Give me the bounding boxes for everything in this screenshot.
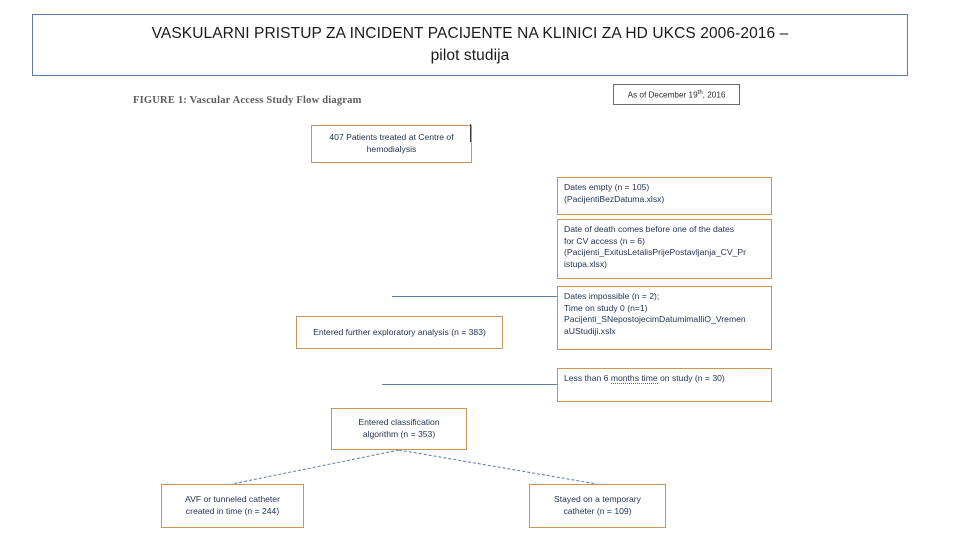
total-patients-line-2: hemodialysis xyxy=(366,144,417,154)
total-patients-line-1: 407 Patients treated at Centre of xyxy=(329,132,454,143)
less-than-six-suffix: on study (n = 30) xyxy=(657,373,725,383)
connector-line-exclusions-lower xyxy=(382,384,557,385)
slide-title-banner: VASKULARNI PRISTUP ZA INCIDENT PACIJENTE… xyxy=(32,14,908,76)
date-stamp-box: As of December 19th, 2016 xyxy=(613,84,740,105)
dates-empty-line-2: (PacijentiBezDatuma.xlsx) xyxy=(564,193,665,204)
branch-connector-lines xyxy=(231,449,598,485)
text-cursor-caret xyxy=(470,124,471,142)
title-line-1: VASKULARNI PRISTUP ZA INCIDENT PACIJENTE… xyxy=(151,24,789,42)
death-before-line-1: Date of death comes before one of the da… xyxy=(564,224,735,234)
figure-caption: FIGURE 1: Vascular Access Study Flow dia… xyxy=(133,95,362,106)
dates-impossible-line-3: Pacijenti_SNepostojecimDatumimaIliO_Vrem… xyxy=(564,314,746,325)
dates-impossible-line-1: Dates impossible (n = 2); xyxy=(564,291,660,301)
less-than-six-misspelled-text: months time xyxy=(610,373,658,384)
temporary-line-1: Stayed on a temporary xyxy=(554,494,641,505)
dates-impossible-line-2: Time on study 0 (n=1) xyxy=(564,302,648,313)
death-before-line-3: (Pacijenti_ExitusLetalisPrijePostavljanj… xyxy=(564,247,746,258)
flow-box-exploratory-analysis: Entered further exploratory analysis (n … xyxy=(296,316,503,349)
death-before-line-2: for CV access (n = 6) xyxy=(564,235,645,246)
avf-line-1: AVF or tunneled catheter xyxy=(185,494,280,505)
connector-line-exclusions-upper xyxy=(392,296,557,297)
less-than-six-prefix: Less than 6 xyxy=(564,373,611,383)
flow-box-total-patients: 407 Patients treated at Centre of hemodi… xyxy=(311,125,472,163)
flow-box-temporary-catheter: Stayed on a temporary catheter (n = 109) xyxy=(529,484,666,528)
exploratory-line-1: Entered further exploratory analysis (n … xyxy=(313,326,486,337)
page-title: VASKULARNI PRISTUP ZA INCIDENT PACIJENTE… xyxy=(138,23,803,68)
date-stamp-text: As of December 19th, 2016 xyxy=(628,90,726,100)
flow-box-dates-empty: Dates empty (n = 105) (PacijentiBezDatum… xyxy=(557,177,772,215)
classification-line-2: algorithm (n = 353) xyxy=(362,429,436,439)
flow-diagram-canvas: FIGURE 1: Vascular Access Study Flow dia… xyxy=(0,78,960,540)
title-line-2: pilot studija xyxy=(430,47,510,64)
flow-box-less-than-six-months: Less than 6 months time on study (n = 30… xyxy=(557,368,772,402)
flow-box-death-before-access: Date of death comes before one of the da… xyxy=(557,219,772,279)
date-stamp-suffix: , 2016 xyxy=(702,90,726,100)
dates-empty-line-1: Dates empty (n = 105) xyxy=(564,182,650,192)
dates-impossible-line-4: aUStudiji.xslx xyxy=(564,325,616,336)
death-before-line-4: istupa.xlsx) xyxy=(564,258,607,269)
flow-box-dates-impossible: Dates impossible (n = 2); Time on study … xyxy=(557,286,772,350)
date-stamp-ordinal: th xyxy=(697,89,703,96)
flow-box-avf-tunneled-catheter: AVF or tunneled catheter created in time… xyxy=(161,484,304,528)
classification-line-1: Entered classification xyxy=(358,417,440,428)
temporary-line-2: catheter (n = 109) xyxy=(563,506,632,516)
flow-box-classification-algorithm: Entered classification algorithm (n = 35… xyxy=(331,408,467,450)
avf-line-2: created in time (n = 244) xyxy=(185,506,280,516)
date-stamp-prefix: As of December 19 xyxy=(627,90,698,100)
